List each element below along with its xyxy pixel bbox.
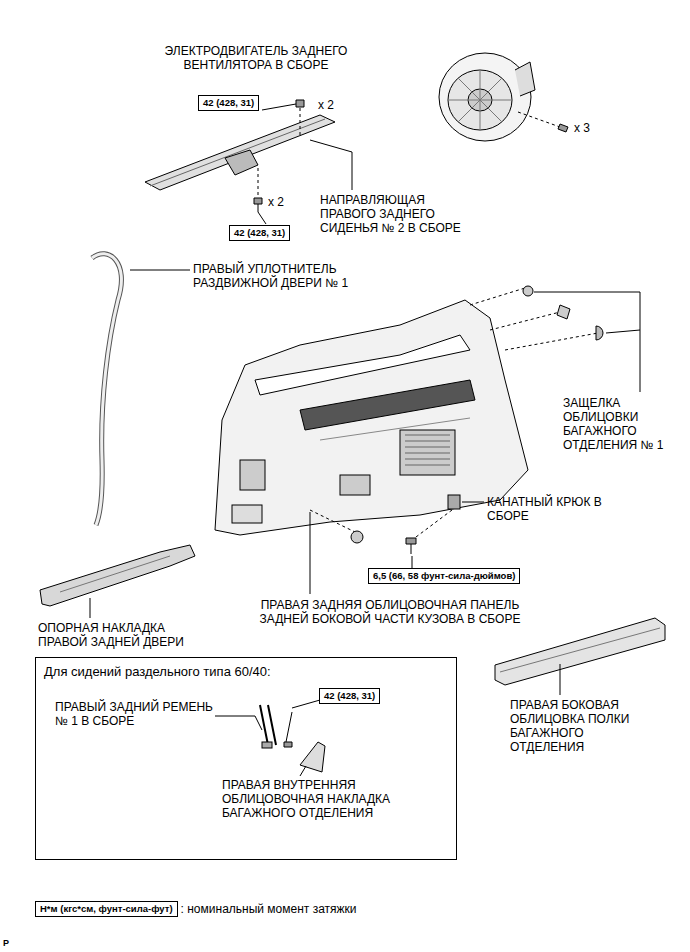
part-name: ПРАВАЯ БОКОВАЯ ОБЛИЦОВКА ПОЛКИ БАГАЖНОГО… — [510, 698, 645, 754]
part-name: ПРАВАЯ ВНУТРЕННЯЯ ОБЛИЦОВОЧНАЯ НАКЛАДКА … — [222, 778, 422, 820]
quantity: x 2 — [268, 195, 284, 209]
torque-spec: 42 (428, 31) — [229, 225, 290, 241]
part-name: ПРАВЫЙ УПЛОТНИТЕЛЬ РАЗДВИЖНОЙ ДВЕРИ № 1 — [193, 262, 368, 290]
legend-torque-box: Н*м (кгс*см, фунт-сила-фут) — [35, 901, 178, 917]
part-name: ОПОРНАЯ НАКЛАДКА ПРАВОЙ ЗАДНЕЙ ДВЕРИ — [38, 621, 203, 649]
part-name: ЗАЩЕЛКА ОБЛИЦОВКИ БАГАЖНОГО ОТДЕЛЕНИЯ № … — [563, 396, 675, 452]
part-name: КАНАТНЫЙ КРЮК В СБОРЕ — [487, 495, 605, 523]
torque-value: 42 (428, 31) — [324, 690, 375, 702]
part-name: ПРАВЫЙ ЗАДНИЙ РЕМЕНЬ № 1 В СБОРЕ — [55, 700, 215, 728]
door-seal — [92, 254, 190, 525]
shelf-trim — [495, 618, 665, 695]
part-name: НАПРАВЛЯЮЩАЯ ПРАВОГО ЗАДНЕГО СИДЕНЬЯ № 2… — [320, 193, 470, 235]
torque-spec: 42 (428, 31) — [319, 688, 380, 704]
variant-frame: Для сидений раздельного типа 60/40: 42 (4… — [35, 657, 457, 860]
part-name: ПРАВАЯ ЗАДНЯЯ ОБЛИЦОВОЧНАЯ ПАНЕЛЬ ЗАДНЕЙ… — [236, 598, 544, 626]
step-plate — [40, 545, 195, 618]
torque-value: 42 (428, 31) — [203, 97, 254, 109]
torque-spec: 42 (428, 31) — [198, 95, 259, 111]
quantity: x 2 — [318, 98, 334, 112]
frame-heading: Для сидений раздельного типа 60/40: — [36, 658, 456, 685]
torque-value: 6,5 (66, 58 фунт-сила-дюймов) — [373, 570, 515, 582]
torque-spec: 6,5 (66, 58 фунт-сила-дюймов) — [368, 568, 520, 584]
torque-value: 42 (428, 31) — [234, 227, 285, 239]
quantity: x 3 — [574, 121, 590, 135]
rope-hook — [406, 495, 484, 568]
legend-text: : номинальный момент затяжки — [181, 902, 357, 916]
part-name: ЭЛЕКТРОДВИГАТЕЛЬ ЗАДНЕГО ВЕНТИЛЯТОРА В С… — [150, 44, 362, 72]
belt-and-trim — [215, 700, 325, 776]
page-mark: P — [3, 936, 9, 950]
fan-motor — [439, 53, 568, 141]
torque-value: Н*м (кгс*см, фунт-сила-фут) — [40, 903, 173, 915]
